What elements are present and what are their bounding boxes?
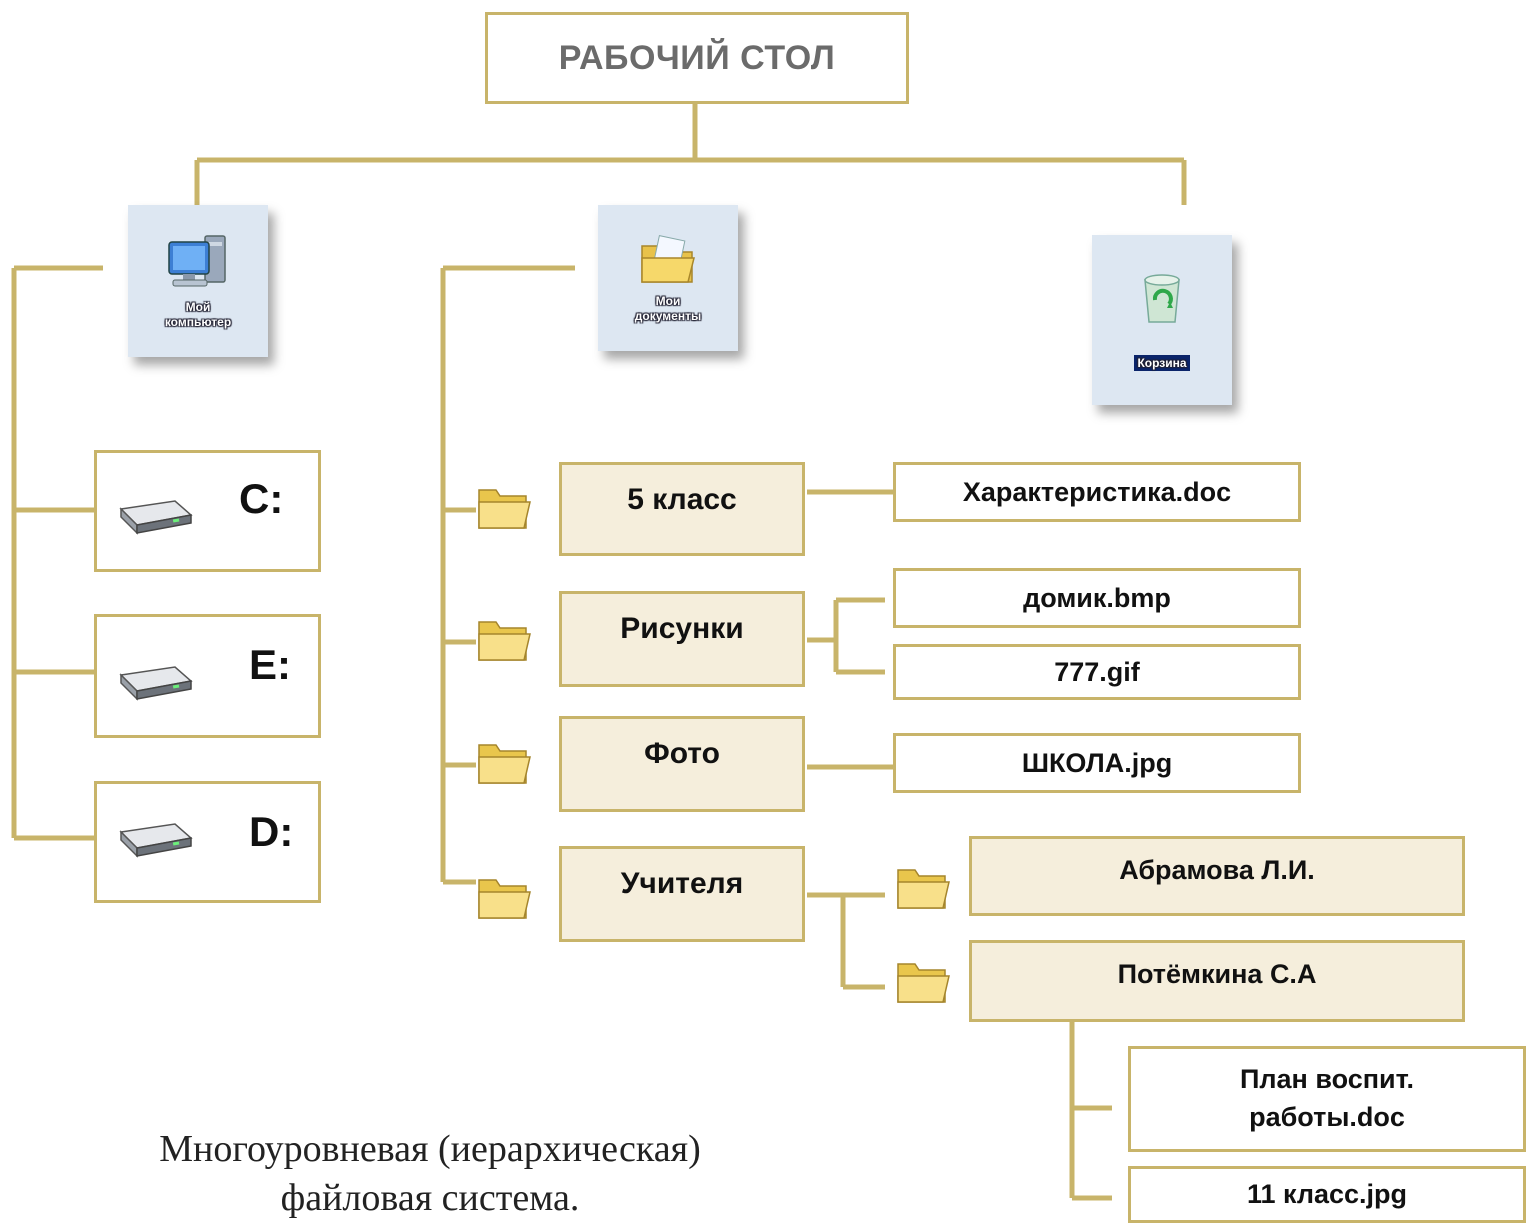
- my-computer-label-line1: Мой: [185, 300, 211, 314]
- file-label: 777.gif: [1054, 656, 1140, 687]
- folder-icon: [478, 744, 531, 784]
- folder-abramova[interactable]: Абрамова Л.И.: [969, 836, 1465, 916]
- file-label: ШКОЛА.jpg: [1021, 747, 1173, 778]
- root-node: РАБОЧИЙ СТОЛ: [485, 12, 909, 104]
- caption-line1: Многоуровневая (иерархическая): [159, 1128, 701, 1170]
- my-computer-label-line2: компьютер: [164, 315, 232, 329]
- folder-label: Учителя: [620, 867, 744, 900]
- folder-label: Рисунки: [620, 612, 744, 645]
- drive-e-node[interactable]: E:: [94, 614, 321, 738]
- recycle-bin-label: Корзина: [1134, 354, 1190, 371]
- drive-e-letter: E:: [249, 641, 291, 688]
- folder-foto[interactable]: Фото: [559, 716, 805, 812]
- recycle-bin-icon: [1144, 273, 1180, 323]
- caption-line2: файловая система.: [280, 1177, 580, 1220]
- root-label: РАБОЧИЙ СТОЛ: [558, 38, 836, 77]
- file-domik[interactable]: домик.bmp: [893, 568, 1301, 628]
- drive-d-node[interactable]: D:: [94, 781, 321, 903]
- folder-icon: [897, 869, 950, 909]
- hard-drive-icon: [119, 666, 193, 701]
- file-777[interactable]: 777.gif: [893, 644, 1301, 700]
- my-documents-label-line1: Мои: [655, 294, 681, 308]
- folder-icon: [478, 879, 531, 919]
- folder-label: Фото: [644, 737, 720, 770]
- my-documents-label-line2: документы: [634, 309, 702, 323]
- computer-icon: [168, 235, 226, 287]
- folder-label: 5 класс: [627, 483, 737, 516]
- file-kharakteristika[interactable]: Характеристика.doc: [893, 462, 1301, 522]
- file-label: Характеристика.doc: [962, 476, 1232, 507]
- drive-c-node[interactable]: C:: [94, 450, 321, 572]
- diagram-caption: Многоуровневая (иерархическая) файловая …: [60, 1125, 800, 1224]
- file-plan-vospit[interactable]: План воспит. работы.doc: [1128, 1046, 1526, 1152]
- folder-icon: [478, 489, 531, 529]
- folder-uchitelya[interactable]: Учителя: [559, 846, 805, 942]
- folder-icon: [478, 621, 531, 661]
- file-shkola[interactable]: ШКОЛА.jpg: [893, 733, 1301, 793]
- documents-folder-icon: [641, 235, 695, 283]
- subfolder-label: Потёмкина С.А: [1117, 959, 1317, 989]
- folder-5-klass[interactable]: 5 класс: [559, 462, 805, 556]
- drive-d-letter: D:: [249, 808, 294, 855]
- hard-drive-icon: [119, 823, 193, 858]
- file-11-klass[interactable]: 11 класс.jpg: [1128, 1166, 1526, 1223]
- hard-drive-icon: [119, 500, 193, 535]
- folder-risunki[interactable]: Рисунки: [559, 591, 805, 687]
- folder-icon: [897, 963, 950, 1003]
- file-label: 11 класс.jpg: [1246, 1179, 1408, 1209]
- folder-potemkina[interactable]: Потёмкина С.А: [969, 940, 1465, 1022]
- subfolder-label: Абрамова Л.И.: [1119, 855, 1315, 885]
- file-label: домик.bmp: [1023, 582, 1171, 613]
- my-documents-node[interactable]: Мои документы: [598, 205, 738, 351]
- recycle-bin-node[interactable]: Корзина: [1092, 235, 1232, 405]
- drive-c-letter: C:: [239, 475, 284, 522]
- my-computer-node[interactable]: Мой компьютер: [128, 205, 268, 357]
- file-label: План воспит. работы.doc: [1239, 1064, 1415, 1132]
